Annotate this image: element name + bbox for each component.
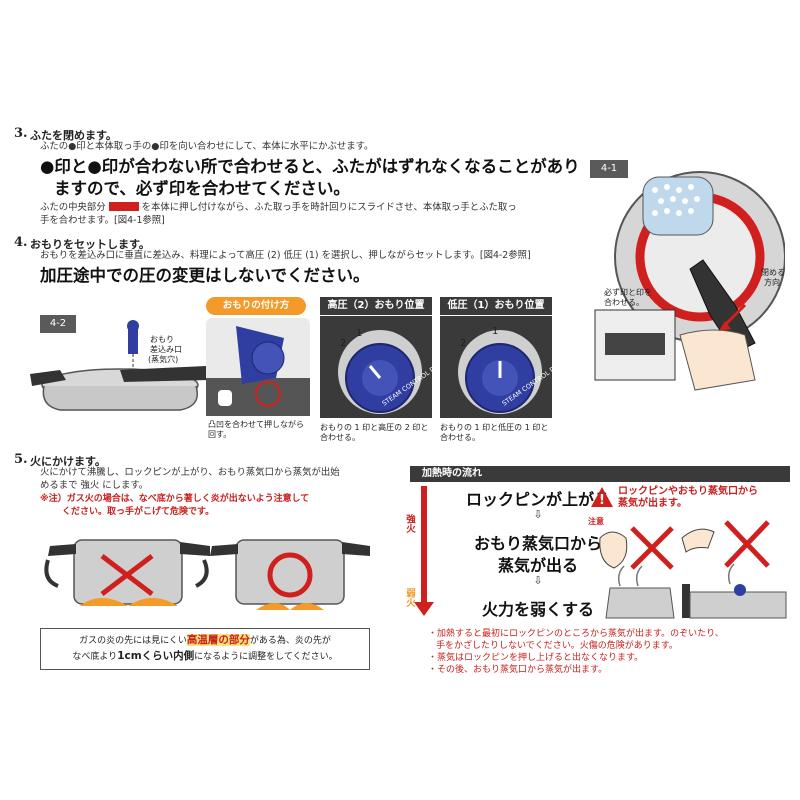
- fig42-howto-caption-2: 回す。: [208, 430, 232, 439]
- svg-text:2: 2: [340, 338, 346, 349]
- svg-text:1: 1: [492, 326, 498, 337]
- fig42-inlet-label: 差込み口: [150, 345, 182, 354]
- flow-step-2b: 蒸気が出る: [497, 556, 578, 575]
- warning-illustration: [599, 520, 787, 619]
- fig42-tag: 4-2: [40, 315, 76, 333]
- warning-triangle-icon: !: [591, 487, 613, 508]
- fig42-low-header: 低圧（1）おもり位置: [440, 297, 552, 315]
- fig42-steam-hole-label: (蒸気穴): [148, 355, 179, 364]
- flow-arrow-1: ⇩: [533, 508, 543, 521]
- step4-line1: おもりを差込み口に垂直に差込み、料理によって高圧 (2) 低圧 (1) を選択し…: [40, 250, 531, 261]
- svg-text:1: 1: [356, 328, 362, 339]
- step3-line1: ふたの●印と本体取っ手の●印を向い合わせにして、本体に水平にかぶせます。: [40, 141, 374, 152]
- svg-text:2: 2: [460, 338, 466, 349]
- step3-warning-line1: ●印と●印が合わない所で合わせると、ふたがはずれなくなることがあり: [40, 157, 580, 176]
- fig42-low-caption-2: 合わせる。: [440, 433, 480, 442]
- tip2c: になるように調整をしてください。: [194, 652, 338, 662]
- step5-note-2: ください。取っ手がこげて危険です。: [62, 507, 215, 517]
- heating-bullet-2: ・蒸気はロックピンを押し上げると出なくなります。: [428, 653, 644, 663]
- fig42-low-dial: 2 1 STEAM CONTROL DIAL: [440, 316, 552, 418]
- step3-title: ふたを閉めます。: [30, 129, 117, 142]
- step5-number: 5.: [14, 452, 28, 467]
- step5-tip-line2: なべ底より1cmくらい内側になるように調整をしてください。: [49, 649, 361, 665]
- step3-line2a: ふたの中央部分: [40, 202, 106, 213]
- step5-title: 火にかけます。: [30, 455, 106, 468]
- step4-title: おもりをセットします。: [30, 238, 150, 251]
- step5-note-1: ※注）ガス火の場合は、なべ底から著しく炎が出ないよう注意して: [40, 494, 310, 504]
- step5-tip-box: ガスの炎の先には見にくい高温層の部分がある為、炎の先が なべ底より1cmくらい内…: [40, 628, 370, 670]
- tip1b: 高温層の部分: [186, 634, 250, 646]
- fig42-low-caption-1: おもりの 1 印と低圧の 1 印と: [440, 423, 549, 432]
- warning-title-1: ロックピンやおもり蒸気口から: [618, 486, 758, 497]
- red-mark: [108, 202, 139, 211]
- step5-line1: 火にかけて沸騰し、ロックピンが上がり、おもり蒸気口から蒸気が出始: [40, 467, 340, 478]
- fig41-direction-label-2: 方向: [764, 278, 780, 287]
- caution-label: 注意: [588, 517, 604, 526]
- step3-number: 3.: [14, 126, 28, 141]
- step3-line3: 手を合わせます。[図4-1参照]: [40, 215, 165, 226]
- step4-number: 4.: [14, 235, 28, 250]
- heating-flow-steps: ロックピンが上がる ⇩ おもり蒸気口から 蒸気が出る ⇩ 火力を弱くする: [428, 482, 648, 622]
- fig42-howto-illustration: [206, 318, 310, 416]
- weak-fire-label: 弱火: [404, 588, 415, 607]
- fig41-illustration: [594, 171, 785, 391]
- fig42-weight-label: おもり: [150, 335, 174, 344]
- tip2a: なべ底より: [72, 652, 118, 662]
- flow-step-2a: おもり蒸気口から: [473, 534, 602, 553]
- svg-text:!: !: [599, 493, 605, 508]
- step5-pots-illustration: [44, 539, 370, 610]
- step4-warning: 加圧途中での圧の変更はしないでください。: [40, 266, 370, 285]
- step5-line2: めるまで 強火 にします。: [40, 480, 149, 491]
- fig41-direction-label-1: 閉める: [761, 268, 785, 277]
- step3-line2b: を本体に押し付けながら、ふた取っ手を時計回りにスライドさせ、本体取っ手とふた取っ: [141, 202, 517, 213]
- strong-fire-label: 強火: [404, 514, 415, 533]
- heating-header: 加熱時の流れ: [410, 466, 790, 482]
- fig42-howto-header: おもりの付け方: [206, 297, 306, 315]
- flow-step-1: ロックピンが上がる: [465, 490, 610, 509]
- fig42-high-caption-2: 合わせる。: [320, 433, 360, 442]
- tip1c: がある為、炎の先が: [249, 636, 331, 646]
- warning-title-2: 蒸気が出ます。: [618, 498, 687, 509]
- heating-bullet-3: ・その後、おもり蒸気口から蒸気が出ます。: [428, 665, 608, 675]
- fig42-high-caption-1: おもりの 1 印と高圧の 2 印と: [320, 423, 429, 432]
- fig42-high-dial: 2 1 STEAM CONTROL DIAL: [320, 316, 432, 418]
- flow-step-3: 火力を弱くする: [481, 600, 594, 619]
- heating-bullet-1: ・加熱すると最初にロックピンのところから蒸気が出ます。のぞいたり、: [428, 629, 724, 639]
- tip2b: 1cmくらい内側: [117, 650, 195, 662]
- fig41-mark-label-1: 必ず印と印を: [604, 288, 652, 297]
- flow-arrow-2: ⇩: [533, 574, 543, 587]
- heating-bullet-1b: 手をかざしたりしないでください。火傷の危険があります。: [436, 641, 678, 651]
- fig42-howto-caption-1: 凸凹を合わせて押しながら: [208, 420, 304, 429]
- fig42-high-header: 高圧（2）おもり位置: [320, 297, 432, 315]
- fig42-pot-illustration: [30, 320, 210, 411]
- heat-arrow: [414, 486, 434, 616]
- step3-warning-line2: ますので、必ず印を合わせてください。: [54, 179, 350, 198]
- step5-tip-line1: ガスの炎の先には見にくい高温層の部分がある為、炎の先が: [49, 633, 361, 649]
- fig41-tag: 4-1: [590, 160, 628, 178]
- tip1a: ガスの炎の先には見にくい: [79, 636, 187, 646]
- step3-line2: ふたの中央部分 を本体に押し付けながら、ふた取っ手を時計回りにスライドさせ、本体取…: [40, 201, 600, 214]
- fig41-mark-label-2: 合わせる。: [604, 298, 644, 307]
